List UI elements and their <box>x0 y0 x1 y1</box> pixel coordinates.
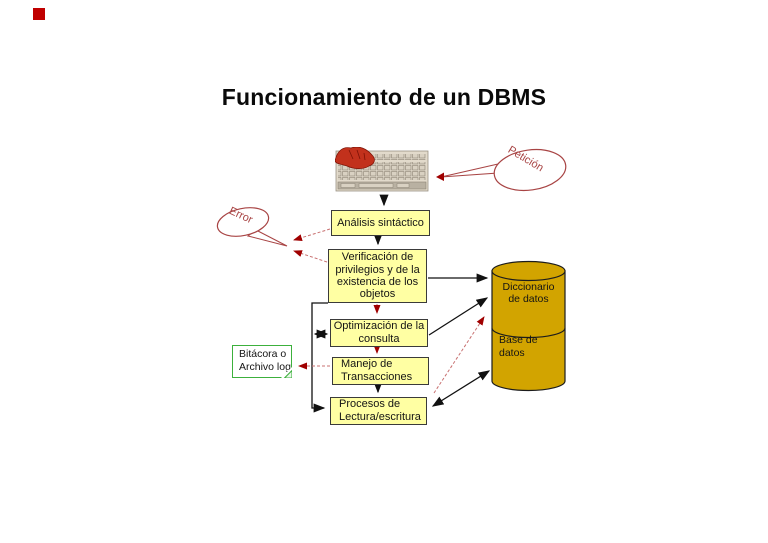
box-analisis-label: Análisis sintáctico <box>337 216 424 229</box>
diccionario-line: Diccionario <box>502 281 555 293</box>
bitacora-line: Archivo log <box>239 361 291 373</box>
arrow-verificacion-to-error <box>293 250 328 263</box>
arrow-procesos-to-base-datos <box>433 316 485 394</box>
note-bitacora-archivo-log: Bitácora o Archivo log <box>232 345 293 379</box>
slide-title: Funcionamiento de un DBMS <box>221 84 547 110</box>
verificacion-line: privilegios y de la <box>335 263 420 276</box>
manejo-line: Manejo de <box>341 358 393 371</box>
bitacora-line: Bitácora o <box>239 348 287 360</box>
verificacion-line: Verificación de <box>341 251 414 264</box>
arrow-optimizacion-to-cylinder <box>428 297 489 336</box>
optimizacion-line: consulta <box>358 333 400 345</box>
connector-verificacion-to-procesos <box>311 302 328 413</box>
box-manejo-transacciones: Manejo de Transacciones <box>332 357 429 385</box>
box-verificacion: Verificación de privilegios y de la exis… <box>328 249 427 303</box>
peticion-tail-arrowhead <box>436 172 444 181</box>
manejo-line: Transacciones <box>341 371 413 383</box>
optimizacion-line: Optimización de la <box>333 320 425 333</box>
verificacion-line: objetos <box>359 288 396 301</box>
peticion-bubble-label: Petición <box>505 143 546 175</box>
diccionario-line: de datos <box>508 292 549 305</box>
cylinder-label-diccionario: Diccionario de datos <box>492 281 565 305</box>
procesos-line: Lectura/escritura <box>339 411 421 423</box>
box-optimizacion: Optimización de la consulta <box>330 319 428 347</box>
base-datos-line: datos <box>499 346 525 359</box>
arrow-procesos-cylinder-bidirectional <box>431 370 491 407</box>
error-bubble-label: Error <box>227 204 255 227</box>
cylinder-top-ellipse <box>491 260 566 282</box>
box-analisis-sintactico: Análisis sintáctico <box>331 210 430 236</box>
red-hand-graphic <box>335 147 375 169</box>
box-procesos-lectura-escritura: Procesos de Lectura/escritura <box>330 397 427 425</box>
base-datos-line: Base de <box>499 334 538 346</box>
corner-square-decoration <box>33 8 45 20</box>
cylinder-label-base-datos: Base de datos <box>499 334 561 359</box>
note-folded-corner <box>281 367 293 379</box>
verificacion-line: existencia de los <box>336 276 419 288</box>
keyboard-image <box>335 147 429 192</box>
arrow-analisis-to-error <box>293 228 331 242</box>
procesos-line: Procesos de <box>339 398 401 411</box>
